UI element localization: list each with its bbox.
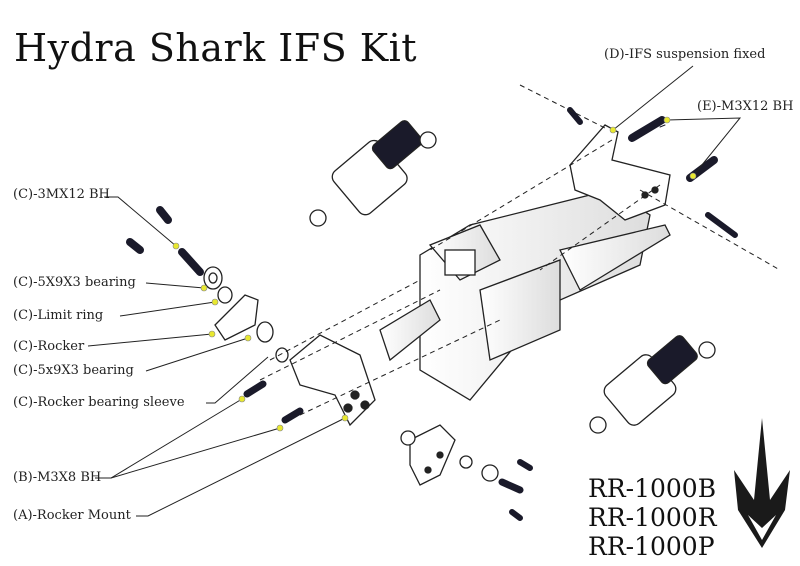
brand-logo	[734, 418, 790, 548]
label-c-bearing-1: (C)-5X9X3 bearing	[13, 275, 136, 290]
part-number-r: RR-1000R	[588, 503, 717, 532]
label-a-rocker-mount: (A)-Rocker Mount	[13, 508, 131, 523]
label-c-limit-ring: (C)-Limit ring	[13, 308, 104, 323]
label-e-m3x12-bh: (E)-M3X12 BH	[697, 99, 794, 114]
rocker-mount-part	[289, 334, 376, 427]
callout-leader-lines	[87, 65, 742, 517]
assembly-guide-lines	[259, 84, 781, 416]
lower-rocker-part	[400, 424, 499, 486]
label-d-ifs-suspension: (D)-IFS suspension fixed	[604, 47, 766, 62]
label-b-m3x8-bh: (B)-M3X8 BH	[13, 470, 102, 485]
label-c-rocker: (C)-Rocker	[13, 339, 85, 354]
part-number-b: RR-1000B	[588, 474, 717, 503]
part-number-p: RR-1000P	[588, 532, 715, 561]
chassis-frame	[379, 189, 671, 401]
rocker-assembly	[203, 266, 289, 363]
label-c-bearing-2: (C)-5x9X3 bearing	[13, 363, 134, 378]
upper-shock	[309, 120, 437, 227]
label-c-rocker-bearing-sleeve: (C)-Rocker bearing sleeve	[13, 395, 185, 410]
lower-shock	[589, 335, 716, 434]
page-title: Hydra Shark IFS Kit	[14, 26, 418, 70]
label-c-3mx12-bh: (C)-3MX12 BH	[13, 187, 110, 202]
ifs-suspension-plate	[569, 124, 671, 221]
callout-dots	[172, 116, 697, 432]
